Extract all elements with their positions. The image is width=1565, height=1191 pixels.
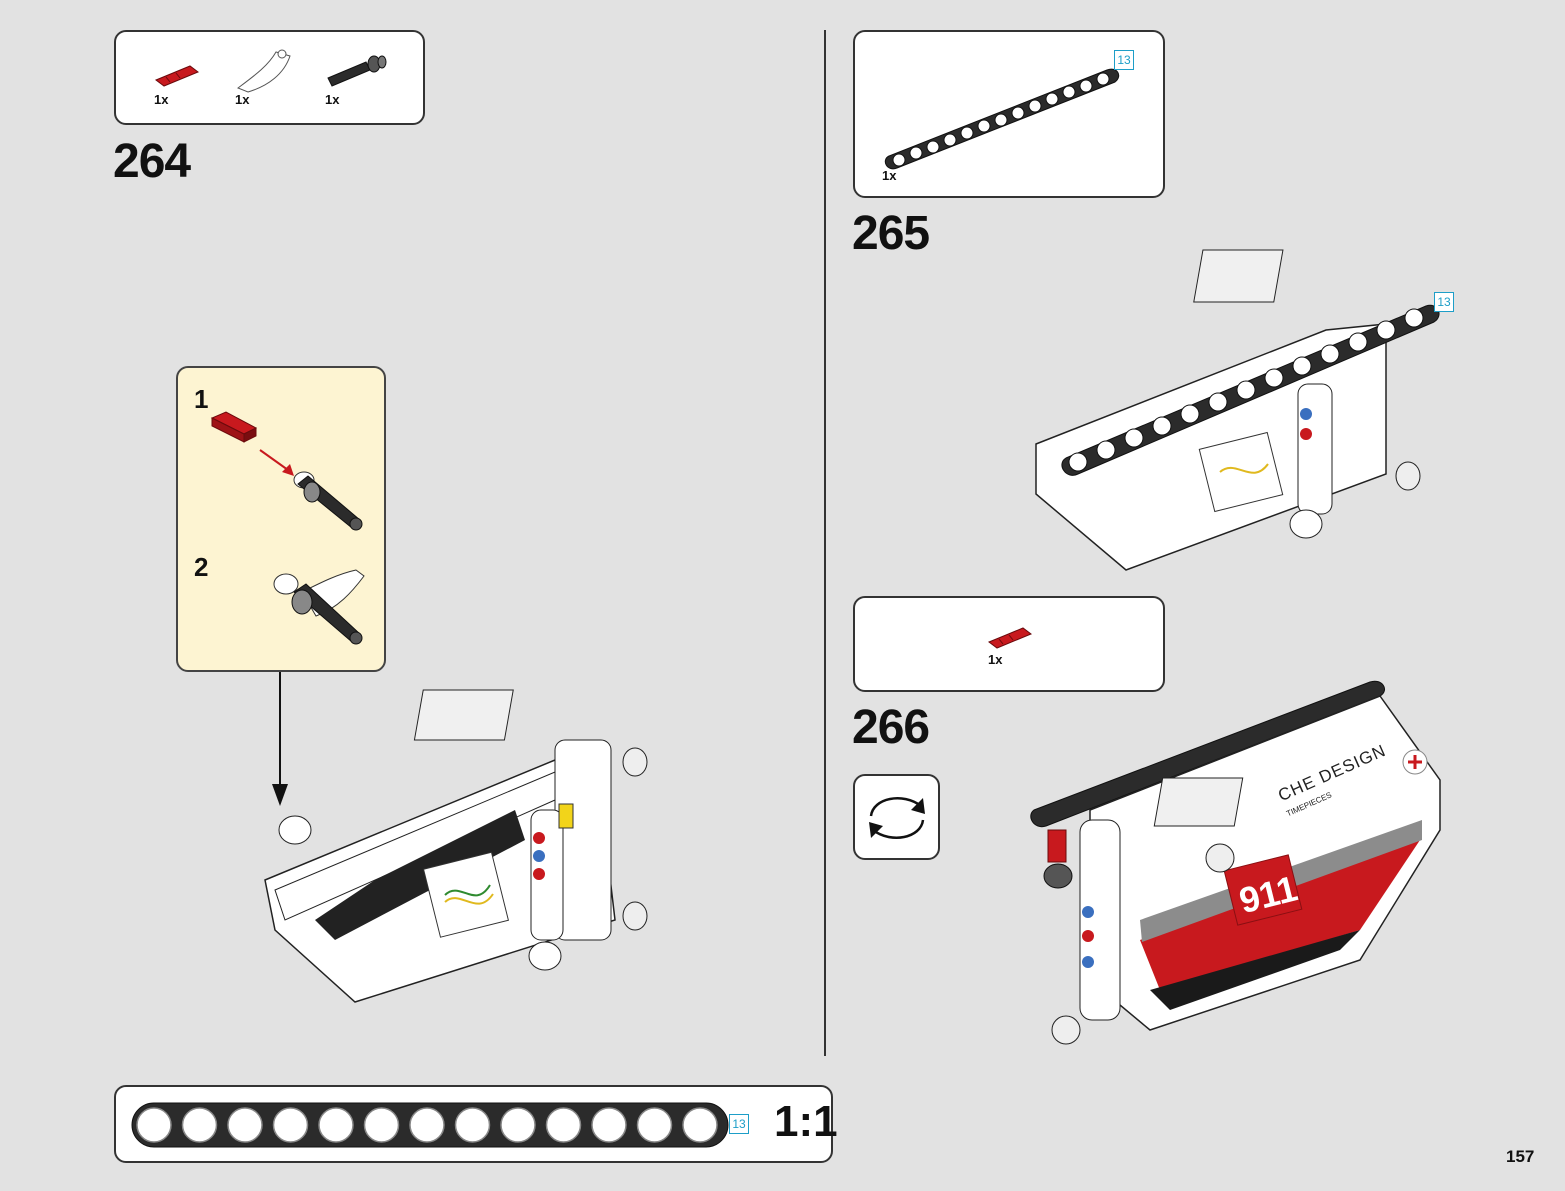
red-axle-connector-icon bbox=[987, 627, 1033, 649]
step-266-parts-box: 1x bbox=[853, 596, 1165, 692]
sub-assembly-callout: 1 2 bbox=[176, 366, 386, 672]
substep-1-number: 1 bbox=[194, 384, 209, 414]
beam-length-badge: 13 bbox=[1114, 50, 1134, 70]
beam-callout-length-badge: 13 bbox=[1434, 292, 1454, 312]
step-265-number: 265 bbox=[852, 207, 930, 260]
ruler-length-badge: 13 bbox=[729, 1114, 749, 1134]
black-pin-axle-icon bbox=[293, 471, 363, 531]
beam-scale-ruler bbox=[131, 1102, 729, 1148]
step-265-model-illustration bbox=[1035, 249, 1440, 571]
panel-with-pin-icon bbox=[273, 569, 365, 645]
step-264-model-illustration bbox=[264, 689, 648, 1003]
part-qty: 1x bbox=[882, 168, 897, 183]
rotate-model-box bbox=[853, 774, 940, 860]
black-beam-13-icon bbox=[884, 68, 1120, 170]
scale-label: 1:1 bbox=[774, 1097, 838, 1146]
red-axle-connector-icon bbox=[154, 65, 200, 87]
page-number: 157 bbox=[1506, 1147, 1535, 1166]
step-265-parts-box: 13 1x bbox=[853, 30, 1165, 198]
part-qty: 1x bbox=[235, 92, 250, 107]
callout-arrow-icon bbox=[272, 672, 288, 806]
red-axle-connector-icon bbox=[210, 411, 258, 443]
step-264-parts-box: 1x 1x 1x bbox=[114, 30, 425, 125]
insert-arrow-icon bbox=[259, 449, 294, 476]
part-qty: 1x bbox=[154, 92, 169, 107]
part-qty: 1x bbox=[325, 92, 340, 107]
part-qty: 1x bbox=[988, 652, 1003, 667]
scale-ruler-box: 13 1:1 bbox=[114, 1085, 838, 1163]
step-264-number: 264 bbox=[113, 135, 191, 188]
step-266-model-illustration: 911 CHE DESIGN TIMEPIECES bbox=[1030, 680, 1441, 1045]
column-divider bbox=[824, 30, 826, 1056]
step-266-number: 266 bbox=[852, 701, 930, 754]
substep-2-number: 2 bbox=[194, 552, 209, 582]
white-panel-icon bbox=[236, 49, 291, 93]
black-pin-axle-icon bbox=[327, 55, 387, 87]
rotate-arrows-icon bbox=[869, 797, 925, 839]
